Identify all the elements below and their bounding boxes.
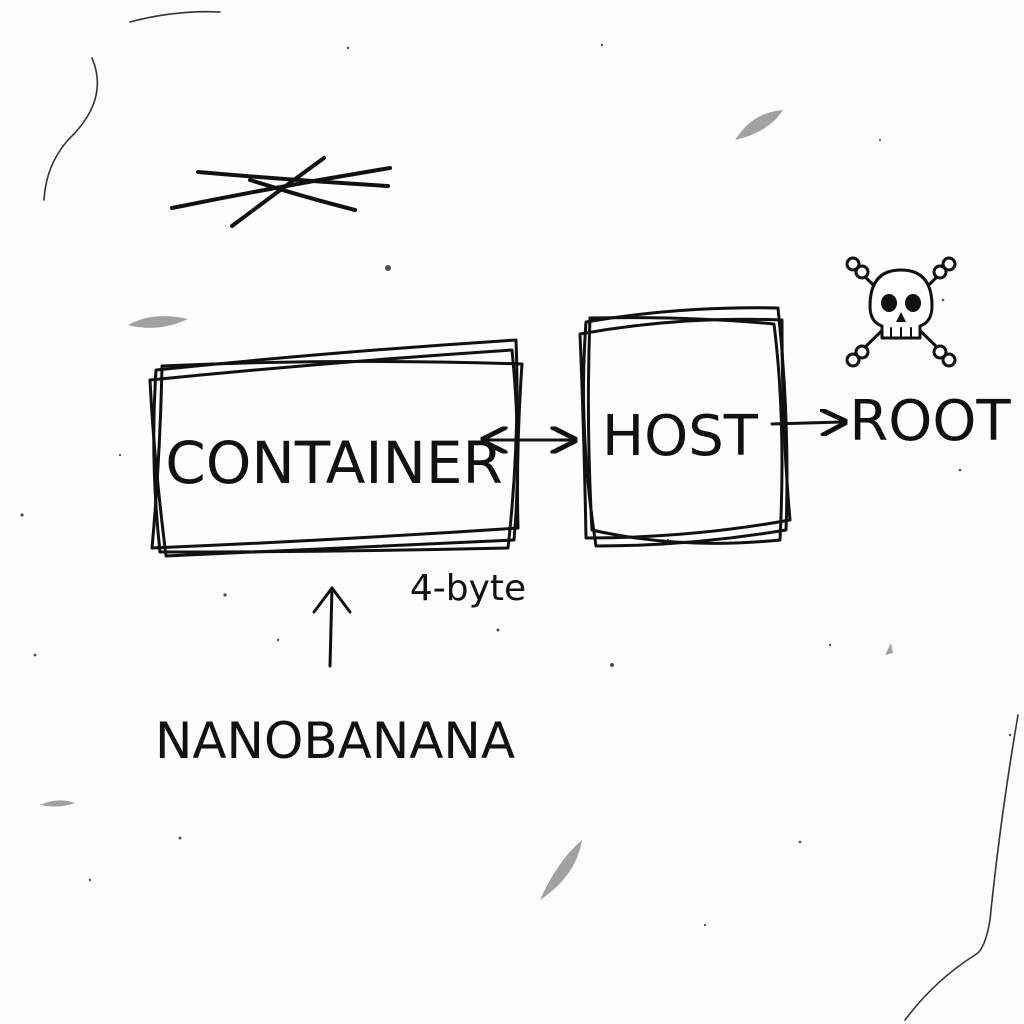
source-annotation: NANOBANANA bbox=[155, 712, 515, 770]
scribble-cross-icon bbox=[170, 156, 392, 228]
host-box bbox=[578, 306, 792, 548]
container-box bbox=[148, 338, 524, 558]
skull-crossbones-icon bbox=[845, 256, 957, 368]
paper-smudges bbox=[40, 110, 893, 900]
payload-annotation: 4-byte bbox=[410, 568, 526, 609]
paper-stray-lines bbox=[43, 10, 1019, 1021]
paper-specks bbox=[20, 43, 1012, 927]
host-root-arrow bbox=[770, 422, 842, 424]
container-label: CONTAINER bbox=[165, 429, 503, 497]
root-label: ROOT bbox=[849, 389, 1011, 454]
host-label: HOST bbox=[602, 404, 759, 469]
exploit-up-arrow bbox=[312, 586, 352, 668]
